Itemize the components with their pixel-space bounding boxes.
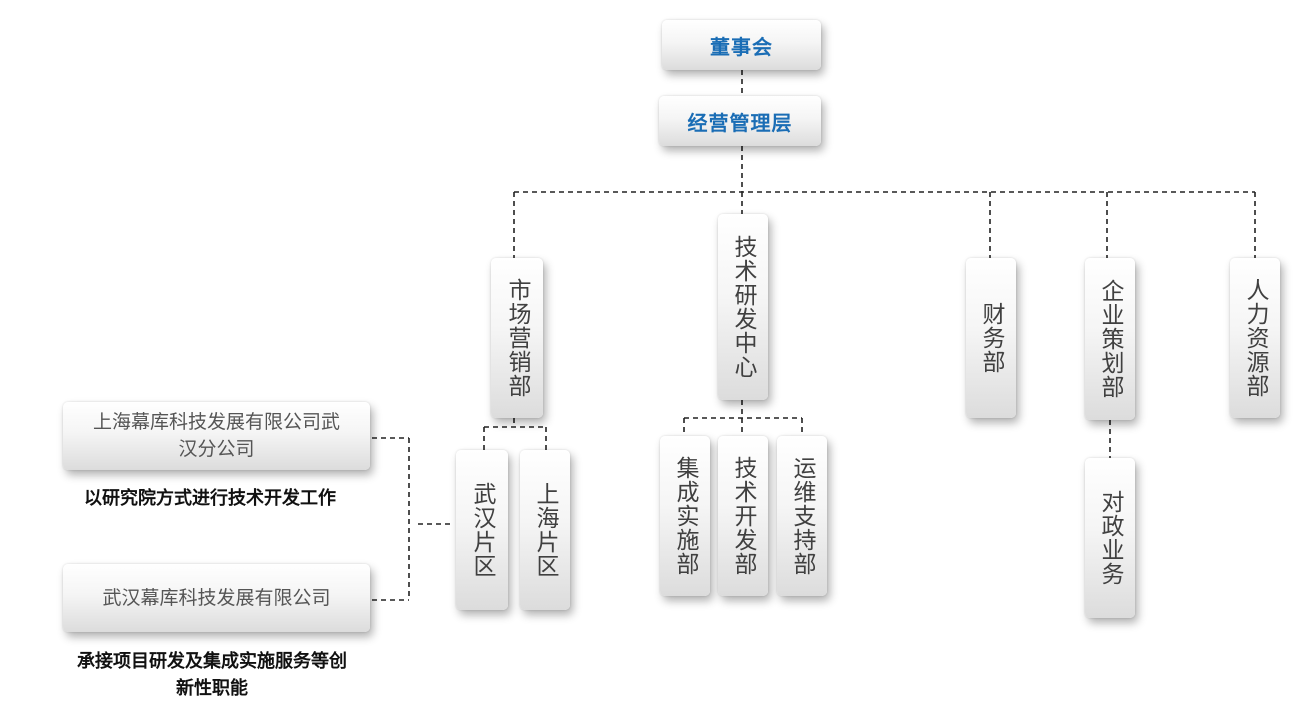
- board-box[interactable]: 董事会: [662, 20, 821, 70]
- rnd-center-box[interactable]: 技术研发中心: [718, 214, 768, 400]
- planning-dept-box[interactable]: 企业策划部: [1085, 258, 1135, 420]
- board-label: 董事会: [710, 34, 773, 59]
- wuhan-region-label: 武汉片区: [469, 482, 495, 578]
- techdev-dept-box[interactable]: 技术开发部: [718, 436, 768, 596]
- techdev-dept-label: 技术开发部: [730, 456, 756, 576]
- hr-dept-box[interactable]: 人力资源部: [1230, 258, 1280, 418]
- finance-dept-label: 财务部: [978, 302, 1004, 374]
- integration-dept-label: 集成实施部: [672, 456, 698, 576]
- marketing-dept-box[interactable]: 市场营销部: [491, 258, 543, 418]
- subsidiary-desc: 承接项目研发及集成实施服务等创新性职能: [77, 651, 347, 699]
- shanghai-region-label: 上海片区: [532, 482, 558, 578]
- rnd-center-label: 技术研发中心: [730, 235, 756, 379]
- ops-support-box[interactable]: 运维支持部: [777, 436, 827, 596]
- management-box[interactable]: 经营管理层: [659, 96, 821, 146]
- subsidiary-shanghai-wuhan-box[interactable]: 上海幕库科技发展有限公司武汉分公司: [63, 402, 370, 470]
- subsidiary-wuhan-box[interactable]: 武汉幕库科技发展有限公司: [63, 564, 370, 632]
- integration-dept-box[interactable]: 集成实施部: [660, 436, 710, 596]
- subsidiary-name: 武汉幕库科技发展有限公司: [102, 586, 331, 609]
- gov-business-box[interactable]: 对政业务: [1085, 458, 1135, 618]
- wuhan-region-box[interactable]: 武汉片区: [456, 450, 508, 610]
- marketing-dept-label: 市场营销部: [504, 278, 530, 398]
- management-label: 经营管理层: [687, 110, 793, 135]
- gov-business-label: 对政业务: [1097, 490, 1123, 586]
- ops-support-label: 运维支持部: [789, 456, 815, 576]
- shanghai-region-box[interactable]: 上海片区: [520, 450, 570, 610]
- planning-dept-label: 企业策划部: [1097, 279, 1123, 399]
- subsidiary-name: 上海幕库科技发展有限公司武汉分公司: [92, 411, 340, 460]
- hr-dept-label: 人力资源部: [1242, 278, 1268, 398]
- subsidiary-desc: 以研究院方式进行技术开发工作: [84, 488, 336, 509]
- finance-dept-box[interactable]: 财务部: [966, 258, 1016, 418]
